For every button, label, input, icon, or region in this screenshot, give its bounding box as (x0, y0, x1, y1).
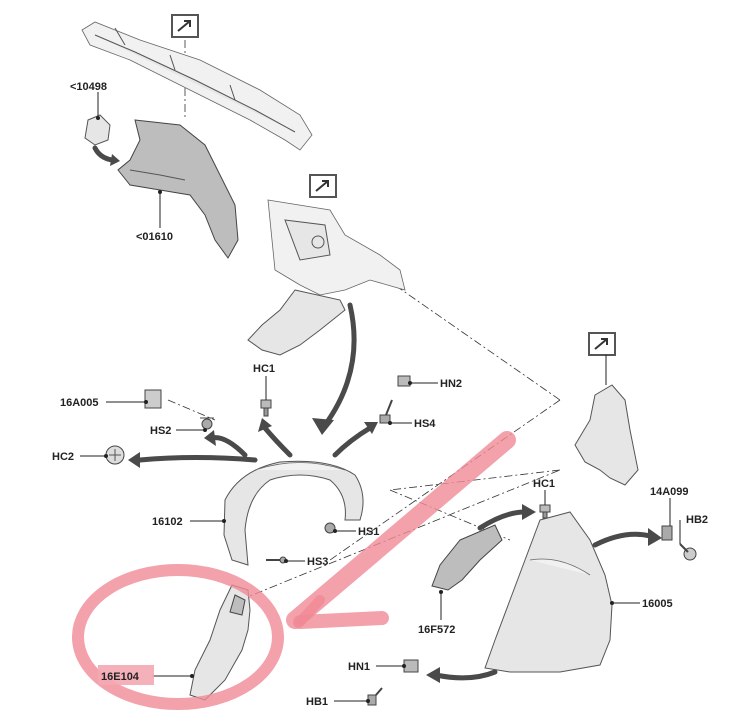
label-16005: 16005 (642, 598, 673, 610)
ref-icon-top[interactable] (171, 14, 199, 38)
bracket-16a005[interactable] (144, 389, 162, 409)
crossmember-part[interactable] (81, 21, 313, 151)
label-16e104: 16E104 (101, 671, 140, 683)
bracket-14a099[interactable] (661, 525, 673, 541)
label-hn2: HN2 (440, 378, 462, 390)
screw-hs3[interactable] (266, 556, 287, 564)
dash-panel-part[interactable] (267, 199, 406, 296)
clip-hc1-top[interactable] (260, 399, 272, 417)
label-10498: <10498 (70, 81, 107, 93)
bolt-hb1[interactable] (367, 687, 383, 706)
label-hs3: HS3 (307, 556, 328, 568)
label-hs2: HS2 (150, 425, 171, 437)
label-16f572: 16F572 (418, 624, 455, 636)
bracket-16e104[interactable] (189, 584, 251, 701)
label-hb1: HB1 (306, 696, 328, 708)
ref-icon-right[interactable] (588, 332, 616, 356)
label-hc2: HC2 (52, 451, 74, 463)
label-01610: <01610 (136, 231, 173, 243)
nut-hn2[interactable] (397, 375, 411, 387)
insulator-01610-part[interactable] (117, 119, 239, 259)
label-hb2: HB2 (686, 514, 708, 526)
screw-hs4[interactable] (379, 399, 393, 424)
clip-hc2[interactable] (105, 445, 125, 465)
screw-hs1[interactable] (324, 522, 336, 534)
highlight-markup (72, 431, 516, 710)
label-hn1: HN1 (348, 661, 370, 673)
label-hs1: HS1 (358, 526, 379, 538)
splash-shield-part[interactable] (247, 289, 346, 356)
label-16102: 16102 (152, 516, 183, 528)
bolt-hb2[interactable] (679, 543, 697, 561)
pillar-part[interactable] (574, 384, 639, 486)
label-14a099: 14A099 (650, 486, 689, 498)
label-hs4: HS4 (414, 418, 436, 430)
wheel-arch-liner-16102[interactable] (223, 460, 364, 566)
bracket-16f572[interactable] (431, 524, 503, 591)
ref-icon-middle[interactable] (309, 174, 337, 198)
fender-16005[interactable] (484, 511, 613, 673)
label-hc1-right: HC1 (533, 478, 555, 490)
screw-hs2[interactable] (200, 417, 214, 430)
bracket-10498-part[interactable] (84, 114, 111, 146)
nut-hn1[interactable] (403, 659, 419, 673)
clip-hc1-right[interactable] (539, 504, 551, 519)
label-hc1-top: HC1 (253, 363, 275, 375)
label-16a005: 16A005 (60, 397, 99, 409)
